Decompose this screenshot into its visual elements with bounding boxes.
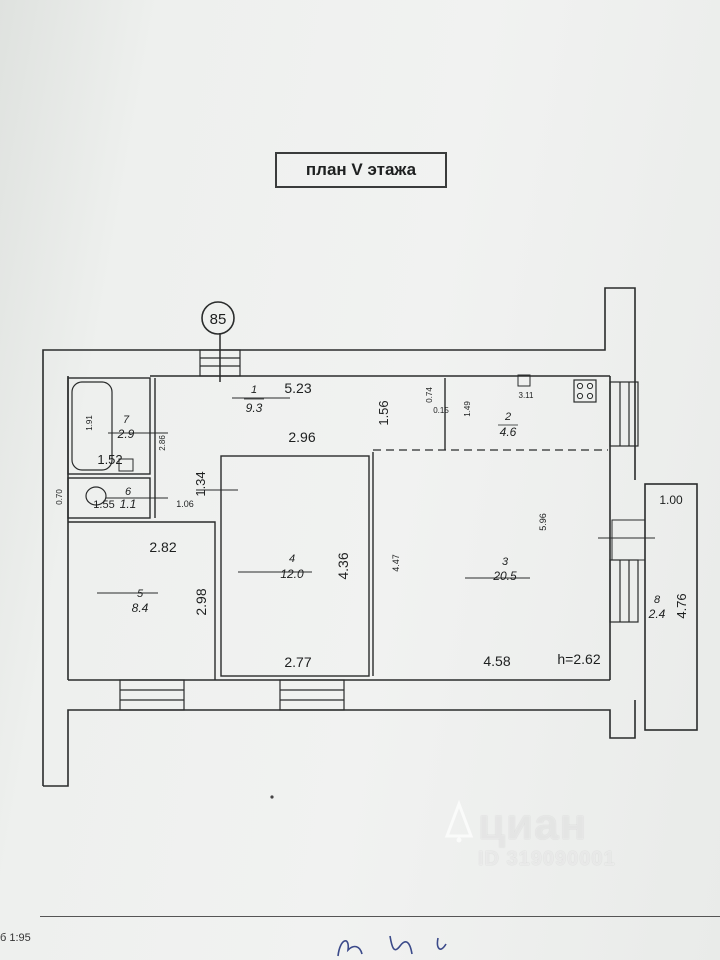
dim-1-49: 1.49 <box>463 401 472 417</box>
dim-1-06: 1.06 <box>176 499 194 509</box>
room-4-area: 12.0 <box>280 567 304 581</box>
room-8-number: 8 <box>654 594 661 606</box>
dim-2-98: 2.98 <box>193 588 209 615</box>
scale-label: б 1:95 <box>0 932 31 944</box>
room-2-area: 4.6 <box>500 425 517 439</box>
dim-3-11: 3.11 <box>519 391 535 400</box>
leader-lines <box>97 397 655 594</box>
room-5-number: 5 <box>137 588 144 600</box>
dim-4-36: 4.36 <box>335 552 351 579</box>
height-note: h=2.62 <box>557 651 600 667</box>
stove <box>573 379 597 403</box>
room-6-number: 6 <box>125 486 132 498</box>
dim-4-76: 4.76 <box>674 593 689 618</box>
dim-1-55: 1.55 <box>93 499 114 511</box>
axis-label: 85 <box>210 311 227 328</box>
room-3-number: 3 <box>502 556 509 568</box>
outer-walls <box>42 287 636 787</box>
cian-logo-icon <box>444 800 474 843</box>
dim-1-56: 1.56 <box>376 400 391 425</box>
signature <box>337 935 447 957</box>
kitchen-sink <box>517 374 531 387</box>
dim-1-00: 1.00 <box>659 493 683 507</box>
bathtub <box>71 381 113 471</box>
interior-walls <box>67 377 446 680</box>
room-2-number: 2 <box>504 411 511 423</box>
balcony <box>644 483 698 731</box>
dim-0-15: 0.15 <box>433 406 449 415</box>
watermark-id: ID 319090001 <box>478 848 616 870</box>
dim-2-96: 2.96 <box>288 429 315 445</box>
dim-2-77: 2.77 <box>284 654 311 670</box>
dim-2-86: 2.86 <box>158 435 167 451</box>
room-3-area: 20.5 <box>492 569 517 583</box>
room-6-area: 1.1 <box>120 497 137 511</box>
room-1-area: 9.3 <box>246 401 263 415</box>
room-1-number: 1 <box>251 384 257 396</box>
dim-1-91: 1.91 <box>85 415 94 431</box>
dim-0-70: 0.70 <box>55 489 64 505</box>
toilet <box>85 486 107 506</box>
dim-2-82: 2.82 <box>149 539 176 555</box>
windows <box>119 349 639 711</box>
dim-1-52: 1.52 <box>97 452 122 467</box>
room-7-area: 2.9 <box>117 427 135 441</box>
footer-rule <box>40 916 720 917</box>
balcony-door <box>611 519 646 561</box>
dim-5-23: 5.23 <box>284 380 311 396</box>
floor-plan-title: план V этажа <box>275 152 447 188</box>
dim-0-74: 0.74 <box>425 387 434 403</box>
room-4-number: 4 <box>289 553 295 565</box>
dim-5-96: 5.96 <box>538 513 548 531</box>
watermark-brand: циан <box>478 800 588 849</box>
dim-1-34: 1.34 <box>193 471 208 496</box>
sink <box>118 458 134 472</box>
room-5-area: 8.4 <box>132 601 149 615</box>
dim-4-58: 4.58 <box>483 653 510 669</box>
axis-marker <box>201 301 235 335</box>
room-7-number: 7 <box>123 414 130 426</box>
speck <box>270 795 274 799</box>
dim-4-47: 4.47 <box>391 554 401 572</box>
room-8-area: 2.4 <box>648 607 666 621</box>
